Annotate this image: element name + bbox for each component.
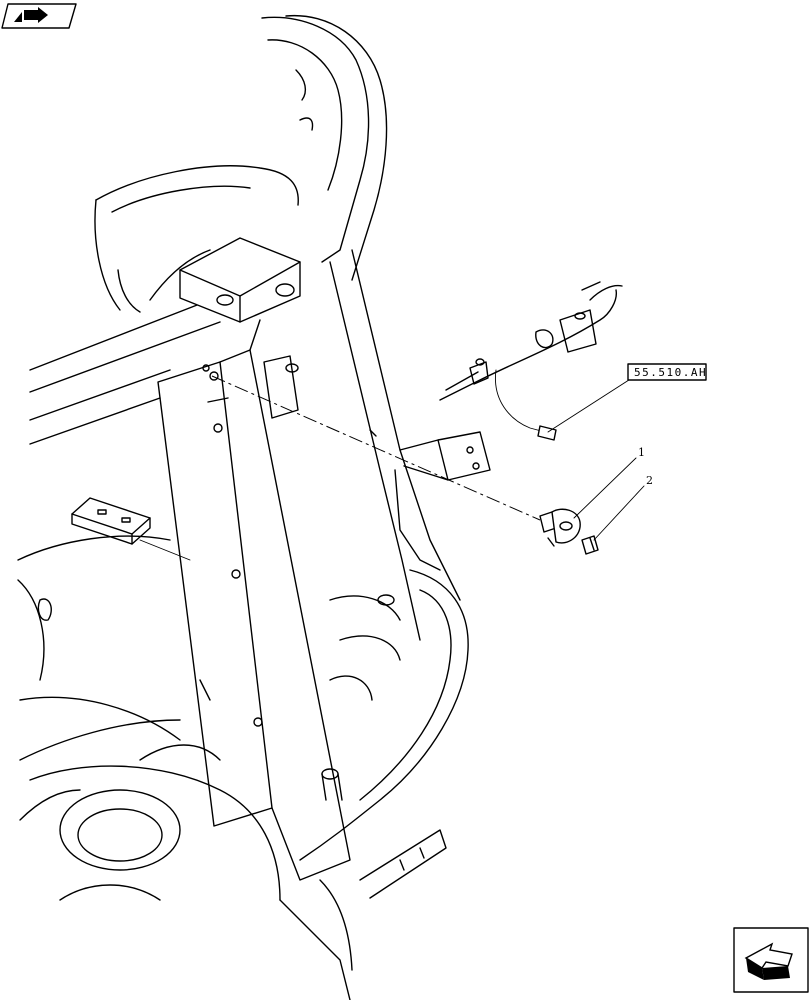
next-page-arrow-icon[interactable]	[733, 927, 809, 993]
item-number-2: 2	[646, 474, 653, 487]
explode-line	[211, 375, 541, 521]
callout-leaders	[547, 377, 645, 541]
reference-label[interactable]: 55.510.AH	[627, 363, 707, 381]
part-1-fitting	[539, 508, 581, 547]
book-arrow-icon[interactable]	[1, 3, 77, 29]
reference-label-text: 55.510.AH	[634, 366, 707, 379]
part-2-bolt	[581, 535, 599, 555]
hose-assembly	[439, 281, 623, 441]
item-number-1: 1	[638, 446, 645, 459]
cab-frame	[17, 14, 491, 1000]
